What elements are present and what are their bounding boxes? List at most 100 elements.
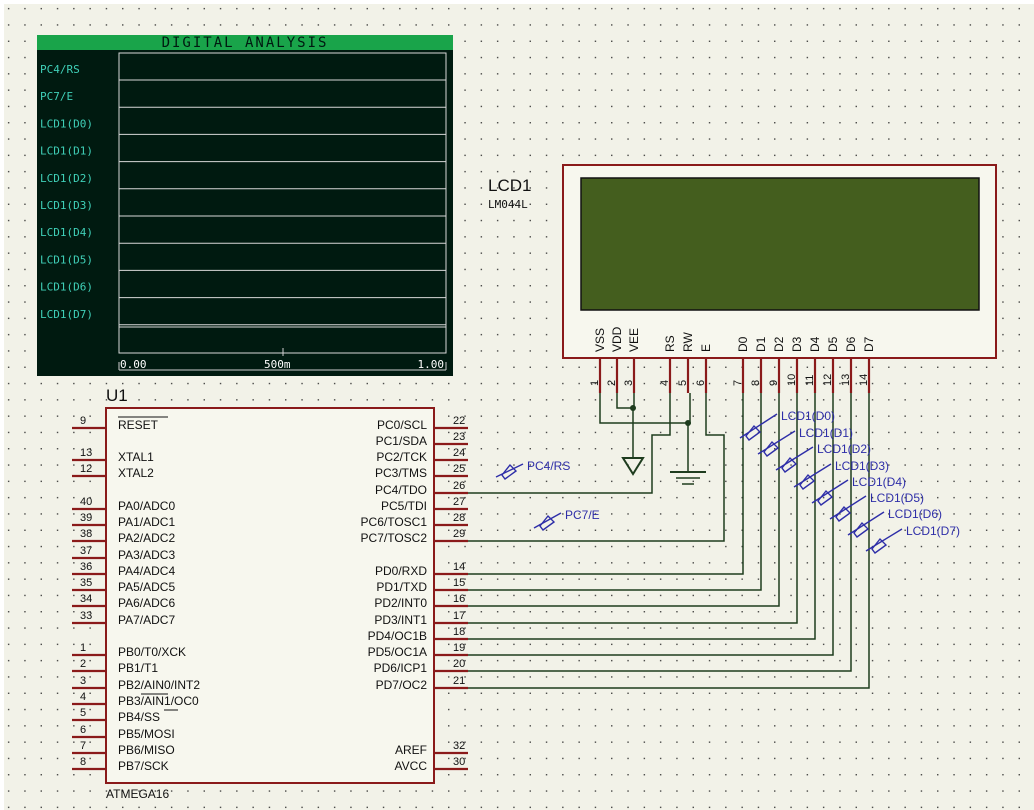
mcu-pin-name-pd1-txd: PD1/TXD — [376, 580, 427, 594]
mcu-pin-num-33: 33 — [80, 610, 92, 622]
mcu-pin-name-pa5-adc5: PA5/ADC5 — [118, 580, 175, 594]
mcu-pin-name-pa0-adc0: PA0/ADC0 — [118, 499, 175, 513]
probe-label-pc7-e: PC7/E — [565, 508, 600, 522]
probe-label-pc4-rs: PC4/RS — [527, 459, 570, 473]
lcd-model: LM044L — [488, 198, 528, 211]
mcu-pin-name-pd7-oc2: PD7/OC2 — [376, 678, 428, 692]
mcu-pin-num-20: 20 — [453, 658, 465, 670]
mcu-pin-name-pa7-adc7: PA7/ADC7 — [118, 613, 175, 627]
mcu-pin-name-pa4-adc4: PA4/ADC4 — [118, 564, 175, 578]
probe-lcd1-d6[interactable]: LCD1(D6) — [847, 507, 942, 538]
mcu-pin-name-xtal1: XTAL1 — [118, 450, 154, 464]
lcd-pin-name-d7: D7 — [862, 336, 876, 352]
mcu-pin-num-18: 18 — [453, 626, 465, 638]
lcd-pin-name-rw: RW — [681, 332, 695, 352]
lcd-pin-name-d0: D0 — [736, 336, 750, 352]
mcu-pin-num-1: 1 — [80, 642, 86, 654]
lcd-pin-name-vee: VEE — [627, 328, 641, 352]
probe-label-lcd1-d7: LCD1(D7) — [906, 524, 960, 538]
wire-d0 — [468, 393, 744, 575]
probe-lcd1-d4[interactable]: LCD1(D4) — [811, 475, 906, 506]
time-tick-start: 0.00 — [120, 358, 147, 371]
mcu-pin-num-3: 3 — [80, 675, 86, 687]
wire-pc7-e — [468, 393, 725, 542]
mcu-pin-name-pc6-tosc1: PC6/TOSC1 — [361, 515, 428, 529]
mcu-pin-name-pb2-ain0-int2: PB2/AIN0/INT2 — [118, 678, 200, 692]
mcu-pin-num-5: 5 — [80, 707, 86, 719]
mcu-pin-name-avcc: AVCC — [395, 759, 428, 773]
mcu-pin-num-37: 37 — [80, 545, 92, 557]
probe-lcd1-d2[interactable]: LCD1(D2) — [775, 442, 871, 473]
mcu-pin-num-26: 26 — [453, 480, 465, 492]
mcu-pin-num-23: 23 — [453, 431, 465, 443]
mcu-pin-num-21: 21 — [453, 675, 465, 687]
lcd-pin-name-d1: D1 — [754, 336, 768, 352]
probe-lcd1-d7[interactable]: LCD1(D7) — [865, 524, 960, 554]
probe-pc4-rs[interactable]: PC4/RS — [495, 459, 570, 480]
mcu-pin-name-pa6-adc6: PA6/ADC6 — [118, 596, 175, 610]
digital-analysis-graph[interactable]: DIGITAL ANALYSIS PC4/RSPC7/ELCD1(D0)LCD1… — [37, 35, 453, 376]
wire-vdd-vee — [616, 393, 634, 443]
lcd-pin-name-d2: D2 — [772, 336, 786, 352]
lcd-pin-name-vss: VSS — [593, 328, 607, 352]
channel-label-lcd1-d3: LCD1(D3) — [40, 199, 93, 212]
channel-label-lcd1-d0: LCD1(D0) — [40, 117, 93, 130]
lcd-screen — [580, 177, 980, 311]
probe-lcd1-d5[interactable]: LCD1(D5) — [829, 491, 924, 522]
mcu-pin-name-pa1-adc1: PA1/ADC1 — [118, 515, 175, 529]
lcd-pin-num-14: 14 — [858, 374, 870, 386]
mcu-body — [105, 407, 435, 784]
lcd-component[interactable]: LCD1 LM044L VSS1VDD2VEE3RS4RW5E6D07D18D2… — [488, 164, 997, 393]
mcu-pin-num-19: 19 — [453, 642, 465, 654]
probe-lcd1-d0[interactable]: LCD1(D0) — [739, 409, 835, 441]
wire-d6 — [468, 393, 852, 672]
graph-title: DIGITAL ANALYSIS — [162, 35, 329, 51]
mcu-pin-num-36: 36 — [80, 561, 92, 573]
mcu-pin-num-39: 39 — [80, 512, 92, 524]
mcu-pin-name-pc2-tck: PC2/TCK — [376, 450, 427, 464]
mcu-pin-name-pb7-sck: PB7/SCK — [118, 759, 169, 773]
time-tick-mid: 500m — [264, 358, 291, 371]
lcd-pin-num-7: 7 — [732, 380, 744, 386]
wires — [468, 393, 870, 689]
wire-d1 — [468, 393, 762, 591]
mcu-pin-num-28: 28 — [453, 512, 465, 524]
probe-label-lcd1-d2: LCD1(D2) — [817, 442, 871, 456]
mcu-pin-name-pb4-ss: PB4/SS — [118, 710, 160, 724]
mcu-pin-name-pd5-oc1a: PD5/OC1A — [368, 645, 427, 659]
mcu-pin-num-27: 27 — [453, 496, 465, 508]
mcu-pin-name-pc7-tosc2: PC7/TOSC2 — [361, 531, 428, 545]
mcu-pin-name-pb3-ain1-oc0: PB3/AIN1/OC0 — [118, 694, 199, 708]
mcu-pin-name-aref: AREF — [395, 743, 427, 757]
lcd-pin-name-d5: D5 — [826, 336, 840, 352]
lcd-pin-name-d3: D3 — [790, 336, 804, 352]
wire-d3 — [468, 393, 798, 624]
mcu-pin-name-pd0-rxd: PD0/RXD — [375, 564, 427, 578]
probe-lcd1-d3[interactable]: LCD1(D3) — [793, 459, 889, 490]
mcu-pin-name-pb5-mosi: PB5/MOSI — [118, 727, 175, 741]
channel-label-pc4-rs: PC4/RS — [40, 63, 80, 76]
lcd-pin-num-10: 10 — [786, 374, 798, 386]
channel-label-lcd1-d2: LCD1(D2) — [40, 172, 93, 185]
mcu-pin-num-35: 35 — [80, 577, 92, 589]
mcu-pin-num-6: 6 — [80, 724, 86, 736]
channel-label-lcd1-d4: LCD1(D4) — [40, 226, 93, 239]
lcd-pin-num-8: 8 — [750, 380, 762, 386]
mcu-pin-name-pc1-sda: PC1/SDA — [376, 434, 427, 448]
probe-lcd1-d1[interactable]: LCD1(D1) — [757, 426, 853, 457]
mcu-pin-num-13: 13 — [80, 447, 92, 459]
ground-symbol — [670, 423, 706, 485]
mcu-pin-num-9: 9 — [80, 415, 86, 427]
mcu-pin-name-pd6-icp1: PD6/ICP1 — [374, 661, 428, 675]
probe-label-lcd1-d3: LCD1(D3) — [835, 459, 889, 473]
mcu-pin-name-pa2-adc2: PA2/ADC2 — [118, 531, 175, 545]
mcu-pin-num-4: 4 — [80, 691, 86, 703]
probe-pc7-e[interactable]: PC7/E — [533, 508, 600, 531]
channel-label-lcd1-d6: LCD1(D6) — [40, 281, 93, 294]
mcu-pin-name-pb0-t0-xck: PB0/T0/XCK — [118, 645, 186, 659]
mcu-pin-num-8: 8 — [80, 756, 86, 768]
lcd-pin-num-12: 12 — [822, 374, 834, 386]
lcd-pin-num-4: 4 — [659, 380, 671, 386]
